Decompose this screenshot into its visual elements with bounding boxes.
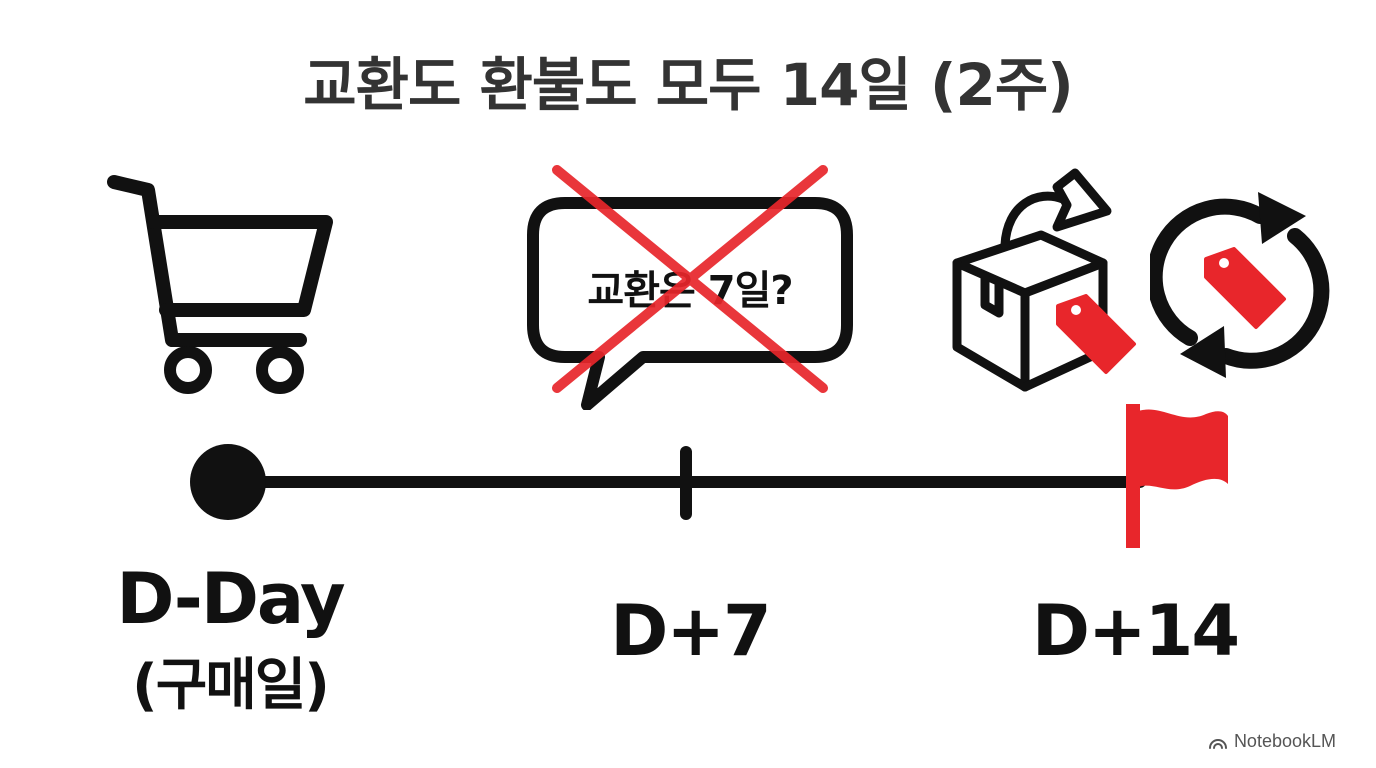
label-purchase-date: (구매일)	[132, 653, 330, 718]
timeline	[190, 444, 1146, 520]
speech-bubble-icon	[527, 197, 853, 410]
page-title: 교환도 환불도 모두 14일 (2주)	[303, 51, 1073, 119]
watermark-text: NotebookLM	[1233, 731, 1336, 751]
red-flag-icon	[1126, 404, 1228, 548]
timeline-start-dot	[190, 444, 266, 520]
price-tag-icon	[1204, 247, 1286, 329]
label-d-day: D-Day	[116, 558, 345, 640]
label-d-plus-14: D+14	[1031, 590, 1240, 672]
price-tag-icon	[1056, 294, 1136, 374]
label-d-plus-7: D+7	[610, 590, 771, 672]
cross-out-icon	[552, 165, 828, 393]
notebooklm-logo-icon	[1208, 738, 1227, 749]
watermark: NotebookLM	[1208, 731, 1336, 752]
shopping-cart-icon	[107, 175, 333, 394]
refresh-cycle-icon	[1150, 192, 1330, 378]
